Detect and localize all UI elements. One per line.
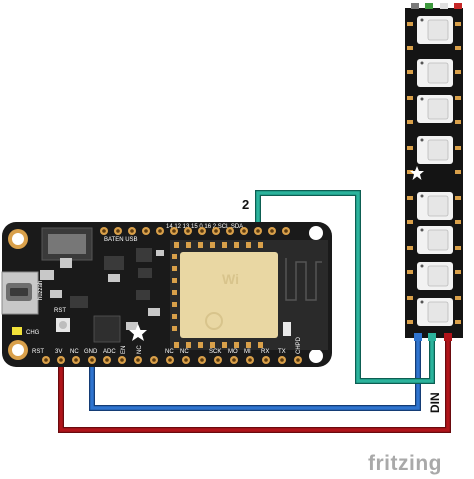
pin-label-nc-2: NC [137, 345, 143, 354]
pin-label-sck: SCK [209, 349, 221, 355]
bottom-pin-labels: RST 3V NC GND ADC EN NC NC NC SCK MO MI … [32, 336, 302, 355]
board-name-label: huzzah [38, 281, 44, 300]
pin-label-nc-4: NC [180, 349, 189, 355]
top-header-pins[interactable] [100, 227, 290, 235]
strip-bottom-tab-3 [444, 333, 452, 341]
wifi-antenna-icon [285, 258, 322, 301]
green-wire-core [256, 191, 434, 383]
pin-label-nc: NC [70, 349, 79, 355]
fritzing-brand-logo: fritzing [368, 452, 442, 475]
pin-label-mi: MI [244, 349, 251, 355]
strip-top-tab-3 [440, 3, 448, 9]
pin-label-chpd: CHPD [296, 336, 302, 354]
top-pin-labels: 14 12 13 15 0 16 2 SCL SDA [166, 224, 243, 230]
led-pixels [417, 16, 453, 326]
mounting-holes [8, 226, 323, 363]
pin-label-rst: RST [32, 349, 44, 355]
esp8266-module: Wi [170, 240, 328, 350]
battery-connector [41, 227, 93, 268]
strip-top-tab-2 [425, 3, 433, 9]
pin-label-en: EN [121, 346, 127, 354]
pin-label-adc: ADC [103, 349, 116, 355]
pin-label-gnd: GND [84, 349, 98, 355]
pin-label-nc-3: NC [165, 349, 174, 355]
din-label: DIN [428, 392, 442, 413]
bottom-header-pins[interactable] [42, 356, 302, 364]
red-wire-core [59, 338, 450, 432]
pin-label-rx: RX [261, 349, 269, 355]
board-star-logo-icon [129, 324, 147, 341]
pin-label-3v: 3V [55, 349, 62, 355]
pin-label-tx: TX [278, 349, 286, 355]
chg-label: CHG [26, 330, 40, 336]
blue-wire-core [90, 338, 420, 410]
feather-huzzah-board[interactable]: BATEN USB 14 12 13 15 0 16 2 SCL SDA [1, 222, 332, 367]
pin-2-label: 2 [242, 197, 249, 212]
wires [58, 190, 451, 433]
strip-top-tab-4 [454, 3, 462, 9]
strip-bottom-tab-1 [414, 333, 422, 341]
strip-top-tab-1 [411, 3, 419, 9]
usb-port-icon[interactable] [1, 271, 39, 315]
rst-small-label: RST [54, 308, 66, 314]
strip-side-pads [407, 22, 461, 324]
neopixel-strip[interactable]: DIN [405, 3, 463, 413]
wifi-mark: Wi [222, 271, 239, 287]
pin-label-mo: MO [228, 349, 238, 355]
star-logo-icon [410, 166, 424, 180]
strip-bottom-tab-2 [428, 333, 436, 341]
baten-usb-label: BATEN USB [104, 237, 138, 243]
smd-components [12, 248, 164, 343]
